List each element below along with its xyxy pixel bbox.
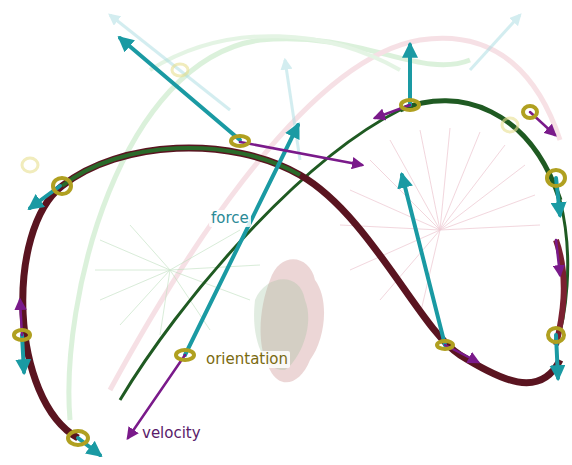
annotation-label: velocity (140, 425, 203, 442)
annotation-label: orientation (204, 351, 290, 368)
annotation-label: force (209, 210, 251, 227)
